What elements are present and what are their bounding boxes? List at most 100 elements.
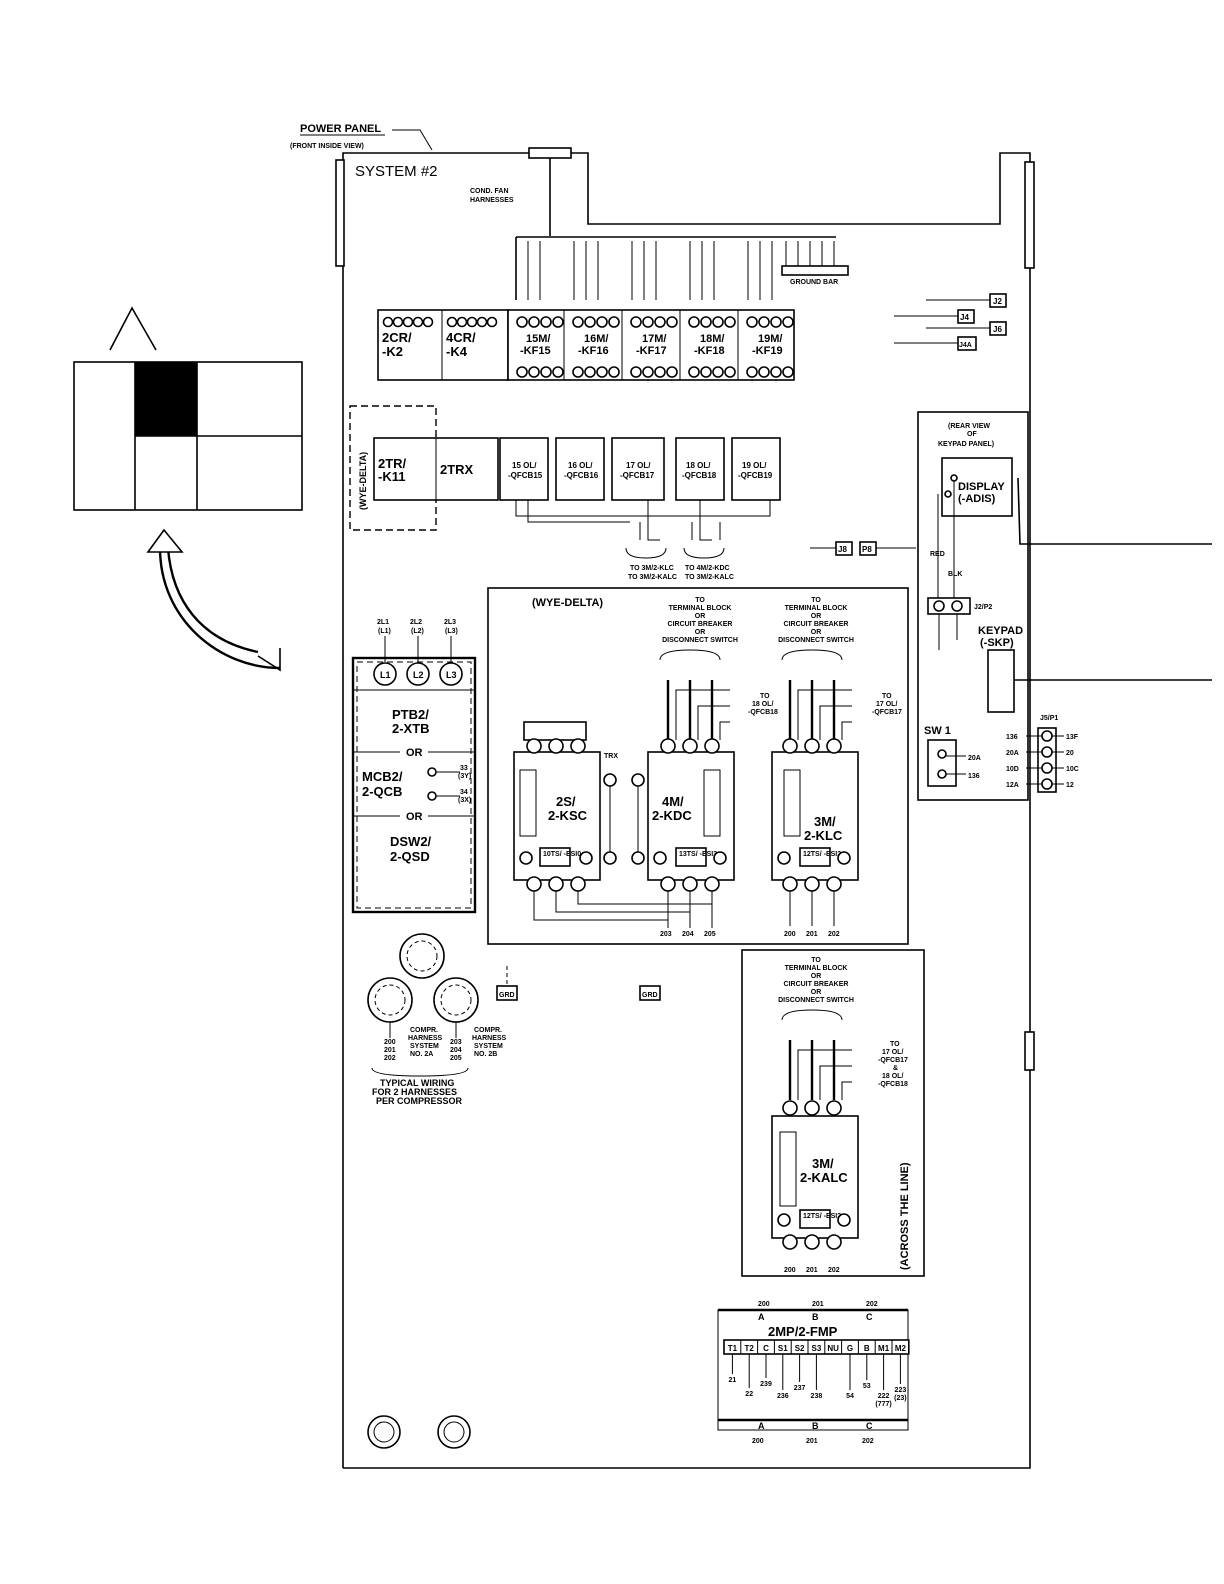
ground-bar-label: GROUND BAR — [790, 279, 838, 286]
front-view-label: (FRONT INSIDE VIEW) — [290, 143, 364, 150]
display-sub: (-ADIS) — [958, 493, 996, 505]
fmp-bottom-201: 201 — [806, 1438, 818, 1445]
sw1-wire-1: 20A — [968, 755, 981, 762]
overload-19: 19 OL/ — [742, 461, 767, 470]
contactor-16-top-terminal — [608, 316, 620, 328]
j2-label: J2 — [993, 297, 1002, 306]
fmp-bottom-202: 202 — [862, 1438, 874, 1445]
ptb-l3: L3 — [446, 670, 457, 680]
svg-text:TO: TO — [811, 957, 821, 964]
relay-4cr-sub: -K4 — [446, 344, 468, 359]
klc-esi: 12TS/ -ESI2 — [803, 851, 841, 858]
svg-text:202: 202 — [828, 931, 840, 938]
svg-text:34: 34 — [460, 789, 468, 796]
harness-to-kalc-2: TO 3M/2-KALC — [685, 574, 734, 581]
kalc-label: 3M/ — [812, 1156, 834, 1171]
relay-2cr-terminal — [382, 316, 394, 328]
fmp-top-200: 200 — [758, 1301, 770, 1308]
fmp-phase-c-top: C — [866, 1312, 873, 1322]
contactor-15-top-terminal — [528, 316, 540, 328]
j2p2-label: J2/P2 — [974, 604, 992, 611]
contactor-15-top-terminal — [516, 316, 528, 328]
svg-text:18 OL/: 18 OL/ — [752, 701, 773, 708]
j5-pin — [1041, 762, 1053, 774]
contactor-18-top-terminal — [712, 316, 724, 328]
contactor-15-bottom-terminal — [516, 366, 528, 378]
compressor-harness: COMPR. HARNESS SYSTEM NO. 2A COMPR. HARN… — [367, 933, 661, 1449]
svg-text:33: 33 — [460, 765, 468, 772]
relay-4cr-label: 4CR/ — [446, 330, 476, 345]
keypad-module — [987, 649, 1015, 713]
ptb-l1: L1 — [380, 670, 391, 680]
contactor-18m: 18M/ — [700, 333, 724, 345]
overload-15: 15 OL/ — [512, 461, 537, 470]
contactor-15-top-terminal — [552, 316, 564, 328]
fmp-top-202: 202 — [866, 1301, 878, 1308]
keypad-label: KEYPAD — [978, 625, 1023, 637]
ptb-2l3-sub: (L3) — [445, 628, 458, 635]
contactor-17-bottom-terminal — [666, 366, 678, 378]
ptb-2l1-sub: (L1) — [378, 628, 391, 635]
svg-text:CIRCUIT BREAKER: CIRCUIT BREAKER — [784, 981, 849, 988]
klc-sub: 2-KLC — [804, 828, 843, 843]
svg-text:TO: TO — [882, 693, 892, 700]
svg-text:NO. 2B: NO. 2B — [474, 1051, 497, 1058]
contactor-17-top-terminal — [666, 316, 678, 328]
svg-text:-QFCB17: -QFCB17 — [872, 709, 902, 716]
svg-text:DISCONNECT SWITCH: DISCONNECT SWITCH — [778, 637, 854, 644]
contactor-16-bottom-terminal — [584, 366, 596, 378]
harness-to-kdc: TO 4M/2-KDC — [685, 565, 730, 572]
svg-text:202: 202 — [828, 1267, 840, 1274]
contactor-17m-sub: -KF17 — [636, 345, 667, 357]
harness-to-klc: TO 3M/2-KLC — [630, 565, 674, 572]
blk-wire-label: BLK — [948, 571, 962, 578]
contactor-17-bottom-terminal — [642, 366, 654, 378]
contactor-18-top-terminal — [724, 316, 736, 328]
contactor-16-bottom-terminal — [596, 366, 608, 378]
j5-right-label: 13F — [1066, 734, 1079, 741]
ksc-sub: 2-KSC — [548, 808, 588, 823]
typical-wiring-label: TYPICAL WIRING — [380, 1078, 454, 1088]
j5-left-label: 20A — [1006, 750, 1019, 757]
contactor-19-top-terminal — [758, 316, 770, 328]
j5-pin — [1041, 730, 1053, 742]
fmp-wire-label: 237 — [794, 1385, 806, 1392]
contactor-17-top-terminal — [642, 316, 654, 328]
svg-text:203: 203 — [450, 1039, 462, 1046]
svg-text:NO. 2A: NO. 2A — [410, 1051, 433, 1058]
or-label-1: OR — [406, 747, 423, 759]
svg-text:CIRCUIT BREAKER: CIRCUIT BREAKER — [784, 621, 849, 628]
fmp-terminal-s2: S2 — [795, 1344, 805, 1353]
j5-left-label: 136 — [1006, 734, 1018, 741]
svg-text:(3Y): (3Y) — [458, 773, 471, 780]
contactor-16-bottom-terminal — [608, 366, 620, 378]
svg-text:-QFCB18: -QFCB18 — [878, 1081, 908, 1088]
overload-row: (WYE-DELTA) 2TR/ -K11 2TRX 15 OL/ -QFCB1… — [349, 405, 781, 581]
fmp-phase-a-bottom: A — [758, 1421, 765, 1431]
fmp-terminal-s1: S1 — [778, 1344, 788, 1353]
contactor-18-bottom-terminal — [712, 366, 724, 378]
fmp-terminal-t2: T2 — [745, 1344, 755, 1353]
of-label: OF — [967, 431, 977, 438]
contactor-18-top-terminal — [700, 316, 712, 328]
relay-2cr-terminal — [412, 316, 424, 328]
svg-text:201: 201 — [384, 1047, 396, 1054]
svg-text:&: & — [893, 1065, 898, 1072]
overload-17: 17 OL/ — [626, 461, 651, 470]
ptb-label: PTB2/ — [392, 707, 429, 722]
contactor-18-bottom-terminal — [700, 366, 712, 378]
system-label: SYSTEM #2 — [355, 163, 438, 180]
svg-text:DISCONNECT SWITCH: DISCONNECT SWITCH — [778, 997, 854, 1004]
harness-to-kalc: TO 3M/2-KALC — [628, 574, 677, 581]
relay-2trx-label: 2TRX — [440, 462, 474, 477]
overload-18-sub: -QFCB18 — [682, 471, 717, 480]
qsd-label: 2-QSD — [390, 849, 430, 864]
relay-2tr-label: 2TR/ — [378, 456, 407, 471]
svg-text:(3X): (3X) — [458, 797, 471, 804]
ground-lug-1: GRD — [499, 992, 515, 999]
kdc-label: 4M/ — [662, 794, 684, 809]
svg-text:205: 205 — [450, 1055, 462, 1062]
ground-lug-2: GRD — [642, 992, 658, 999]
contactor-17-top-terminal — [630, 316, 642, 328]
